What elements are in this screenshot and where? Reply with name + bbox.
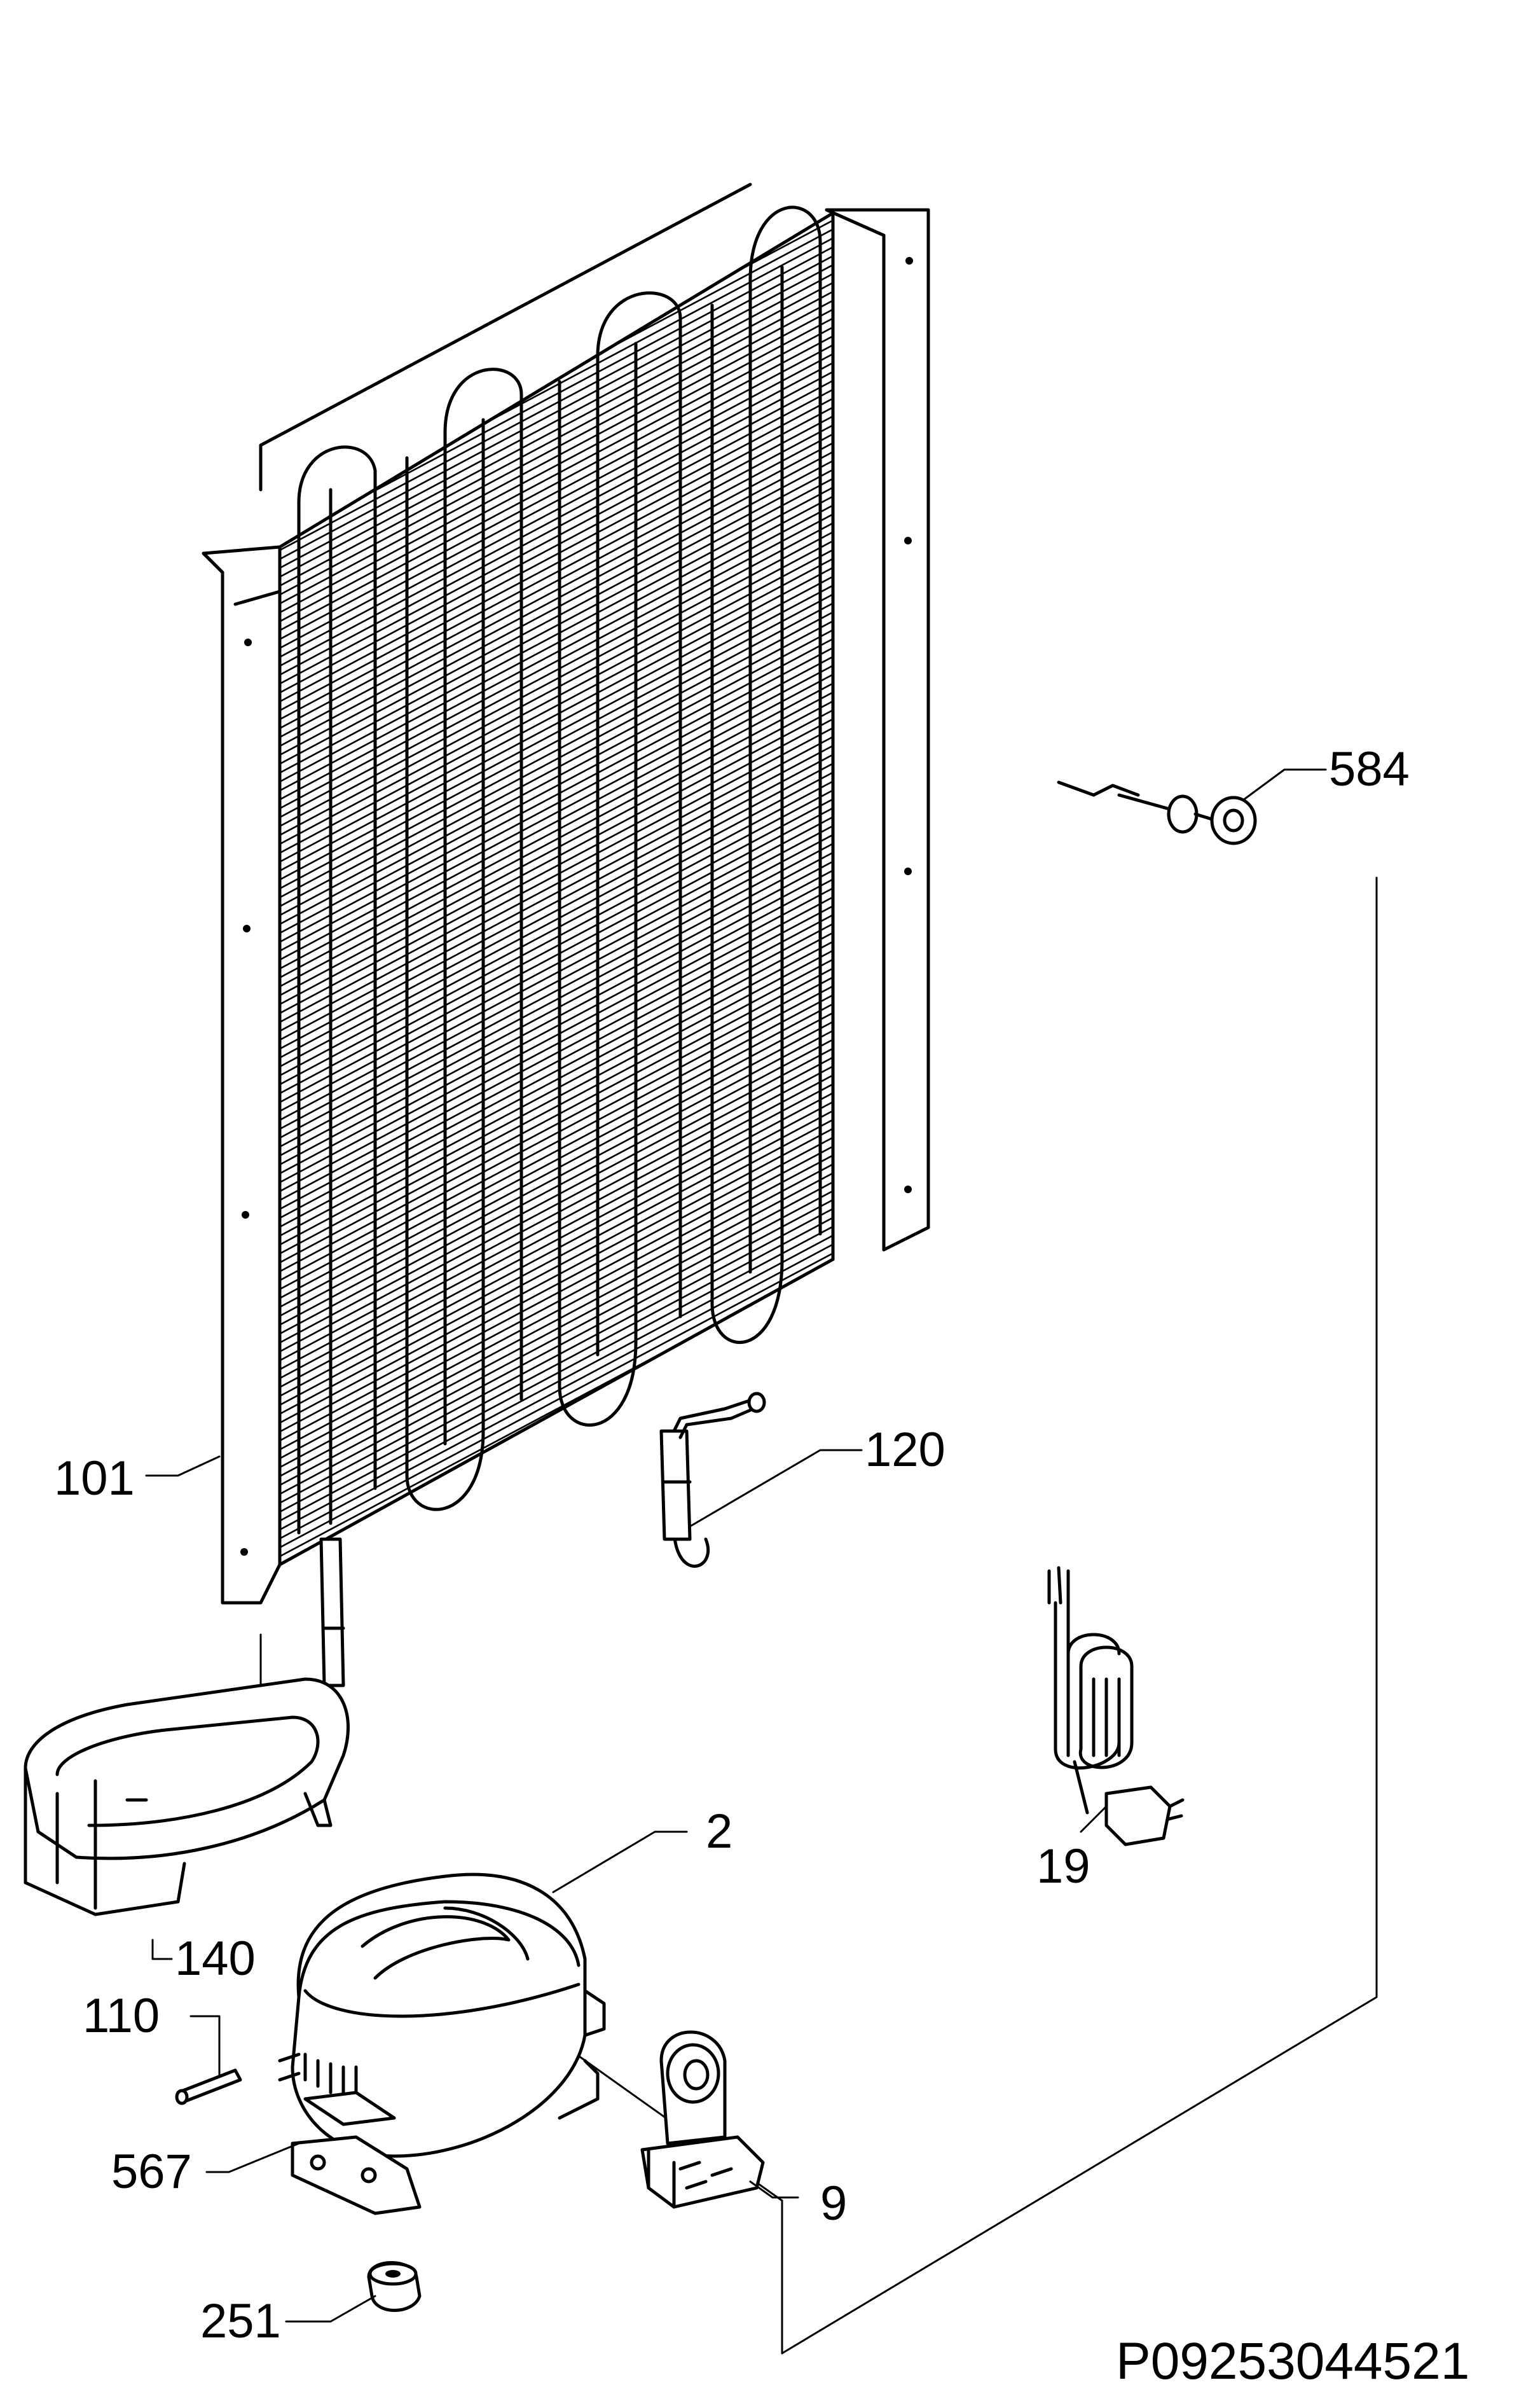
compressor-drawing (278, 1872, 606, 2215)
drip-tray-drawing (24, 1677, 350, 1916)
label-9: 9 (820, 2176, 847, 2231)
label-110: 110 (83, 1989, 160, 2043)
diagram-code: P09253044521 (1116, 2332, 1469, 2390)
label-584: 584 (1329, 742, 1410, 796)
label-567: 567 (111, 2145, 192, 2199)
label-101: 101 (54, 1451, 135, 1505)
label-140: 140 (175, 1932, 256, 1986)
label-2: 2 (706, 1804, 732, 1858)
leader-lines (145, 768, 1327, 2323)
sensor-clip-drawing (1057, 780, 1257, 845)
grommet-drawing (367, 2261, 422, 2312)
label-251: 251 (200, 2294, 281, 2348)
pin-drawing (175, 2068, 242, 2105)
part-labels: 584 120 101 2 19 140 110 567 9 251 P0925… (54, 742, 1469, 2390)
condenser-drawing (202, 183, 930, 1687)
label-120: 120 (865, 1423, 945, 1477)
relay-drawing (640, 2030, 765, 2209)
label-19: 19 (1036, 1839, 1090, 1893)
filter-drawing (659, 1392, 766, 1568)
cable-drawing (1047, 1566, 1185, 1846)
